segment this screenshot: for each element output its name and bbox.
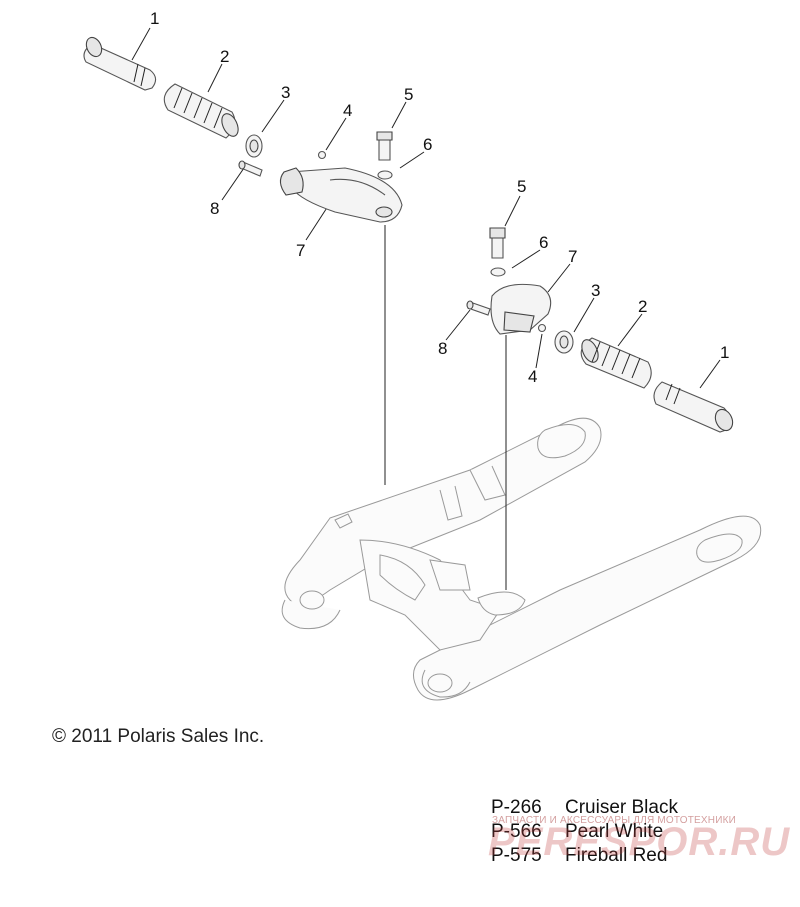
legend-row: P-266 Cruiser Black <box>491 796 678 820</box>
bracket-right <box>490 283 552 335</box>
callout-3: 3 <box>281 83 290 102</box>
callout-5: 5 <box>517 177 526 196</box>
legend-code: P-566 <box>491 821 542 842</box>
screw-right <box>537 323 547 333</box>
callout-6: 6 <box>423 135 432 154</box>
legend-row: P-575 Fireball Red <box>491 844 678 868</box>
callout-1: 1 <box>150 9 159 28</box>
callout-2: 2 <box>220 47 229 66</box>
lock-washer-right <box>490 267 506 277</box>
legend-row: P-566 Pearl White <box>491 820 678 844</box>
pin-left <box>238 160 263 177</box>
leader-lines <box>131 27 721 590</box>
legend-code: P-266 <box>491 797 542 818</box>
callout-7: 7 <box>568 247 577 266</box>
bolt-right <box>489 227 506 259</box>
callout-1: 1 <box>720 343 729 362</box>
legend-color-name: Fireball Red <box>565 845 668 866</box>
swingarm-assembly <box>281 417 762 701</box>
screw-left <box>317 150 327 160</box>
callout-6: 6 <box>539 233 548 252</box>
callout-5: 5 <box>404 85 413 104</box>
callout-8: 8 <box>210 199 219 218</box>
lock-washer-left <box>377 170 393 180</box>
callout-4: 4 <box>528 367 537 386</box>
rubber-grip-left <box>163 83 239 139</box>
callout-labels: 1 2 3 4 5 6 7 8 5 6 7 3 2 1 8 4 <box>150 9 729 386</box>
callout-3: 3 <box>591 281 600 300</box>
peg-insert-right <box>653 381 734 433</box>
left-footpeg-set <box>83 36 403 223</box>
legend-code: P-575 <box>491 845 542 866</box>
rubber-grip-right <box>580 337 652 389</box>
copyright-text: © 2011 Polaris Sales Inc. <box>52 726 265 747</box>
bracket-left <box>279 167 403 223</box>
bolt-left <box>376 131 393 161</box>
right-footpeg-set <box>466 227 734 433</box>
legend-color-name: Cruiser Black <box>565 797 678 818</box>
watermark-text: ЗАПЧАСТИ И АКСЕССУАРЫ ДЛЯ МОТОТЕХНИКИ <box>492 815 737 826</box>
pin-right <box>466 300 491 316</box>
callout-7: 7 <box>296 241 305 260</box>
legend-color-name: Pearl White <box>565 821 664 842</box>
callout-8: 8 <box>438 339 447 358</box>
color-code-legend: P-266 Cruiser Black P-566 Pearl White P-57… <box>491 796 678 868</box>
peg-insert-left <box>83 36 157 91</box>
callout-4: 4 <box>343 101 352 120</box>
watermark-logo: PERESPOR.RU <box>488 820 791 864</box>
callout-2: 2 <box>638 297 647 316</box>
